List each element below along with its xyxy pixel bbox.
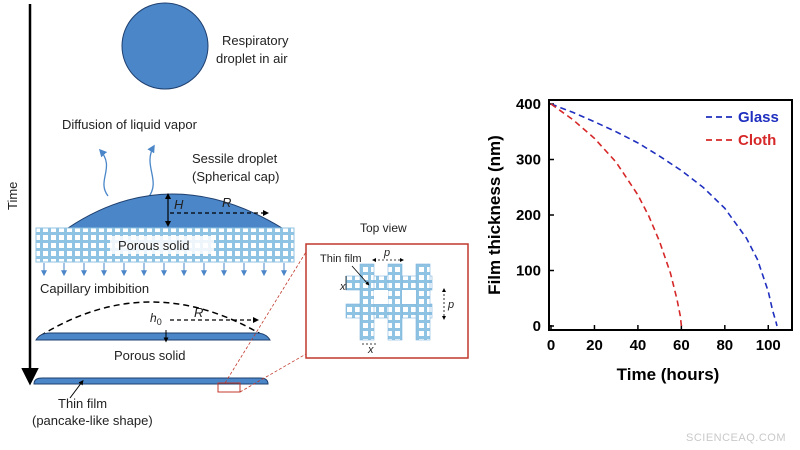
respiratory-label-line2: droplet in air [216, 51, 288, 66]
thin-film-pointer [69, 380, 84, 399]
width-symbol-bottom: x [367, 344, 374, 356]
pitch-symbol-side: p [447, 299, 454, 311]
pore-right [402, 290, 416, 304]
inset-thin-film-pointer [351, 265, 370, 286]
width-symbol-left: x [339, 281, 346, 293]
y-tick-label: 300 [516, 152, 541, 169]
chart-ticks: 0 20 40 60 80 100 0 100 200 300 400 [516, 96, 781, 354]
x-tick-label: 80 [716, 337, 733, 354]
chart-series-group [550, 103, 778, 327]
original-cap-outline [39, 301, 265, 337]
x-tick-label: 60 [673, 337, 690, 354]
radius-symbol-2: R [194, 305, 203, 320]
y-tick-label: 0 [533, 318, 541, 335]
sessile-droplet [66, 193, 284, 229]
evolution-schematic: Time Respiratory droplet in air Diffusio… [5, 2, 307, 428]
y-tick-label: 100 [516, 263, 541, 280]
sessile-label-line1: Sessile droplet [192, 151, 278, 166]
time-axis-label: Time [5, 182, 20, 210]
top-view-title: Top view [360, 221, 407, 235]
top-view-inset: Top view Thin film p p x x [305, 221, 469, 359]
porous-solid-label-top: Porous solid [118, 238, 190, 253]
series-line-glass [550, 103, 778, 327]
capillary-label: Capillary imbibition [40, 281, 149, 296]
h0-symbol-sub: 0 [157, 317, 162, 327]
porous-label-backdrop [110, 236, 214, 254]
thin-film [33, 377, 269, 385]
x-tick-label: 40 [630, 337, 647, 354]
inset-thin-film-label: Thin film [320, 253, 362, 265]
x-axis-title: Time (hours) [617, 365, 720, 384]
plot-frame [548, 99, 793, 331]
mesh-grid [345, 263, 433, 341]
zoom-region [217, 382, 241, 393]
x-tick-label: 20 [586, 337, 603, 354]
airborne-droplet [121, 2, 209, 90]
pore-left [374, 290, 388, 304]
thin-film-label-line2: (pancake-like shape) [32, 413, 153, 428]
legend-label-glass: Glass [738, 109, 779, 126]
height-symbol: H [174, 197, 184, 212]
respiratory-label-line1: Respiratory [222, 33, 289, 48]
series-line-cloth [550, 103, 683, 327]
porous-solid-label-mid: Porous solid [114, 348, 186, 363]
imbibition-arrows [41, 263, 287, 277]
x-tick-label: 100 [756, 337, 781, 354]
zoom-connector-bottom [239, 353, 307, 393]
flattened-droplet [35, 332, 271, 341]
diffusion-label: Diffusion of liquid vapor [62, 117, 198, 132]
y-tick-label: 200 [516, 207, 541, 224]
vapor-arrow-right [147, 144, 155, 199]
y-tick-label: 400 [516, 96, 541, 113]
pitch-symbol-top: p [383, 247, 390, 259]
y-axis-title: Film thickness (nm) [485, 135, 504, 295]
zoom-connector-top [224, 251, 307, 384]
sessile-label-line2: (Spherical cap) [192, 169, 279, 184]
thickness-chart: 0 20 40 60 80 100 0 100 200 300 400 Film thickness… [485, 96, 793, 384]
vapor-arrow-left [98, 148, 109, 197]
chart-legend: Glass Cloth [706, 109, 779, 149]
h0-symbol-h: h [150, 311, 157, 325]
h0-symbol: h0 [150, 311, 162, 327]
thin-film-label-line1: Thin film [58, 396, 107, 411]
legend-label-cloth: Cloth [738, 132, 776, 149]
radius-symbol: R [222, 195, 231, 210]
watermark: SCIENCEAQ.COM [685, 432, 786, 444]
x-tick-label: 0 [547, 337, 555, 354]
